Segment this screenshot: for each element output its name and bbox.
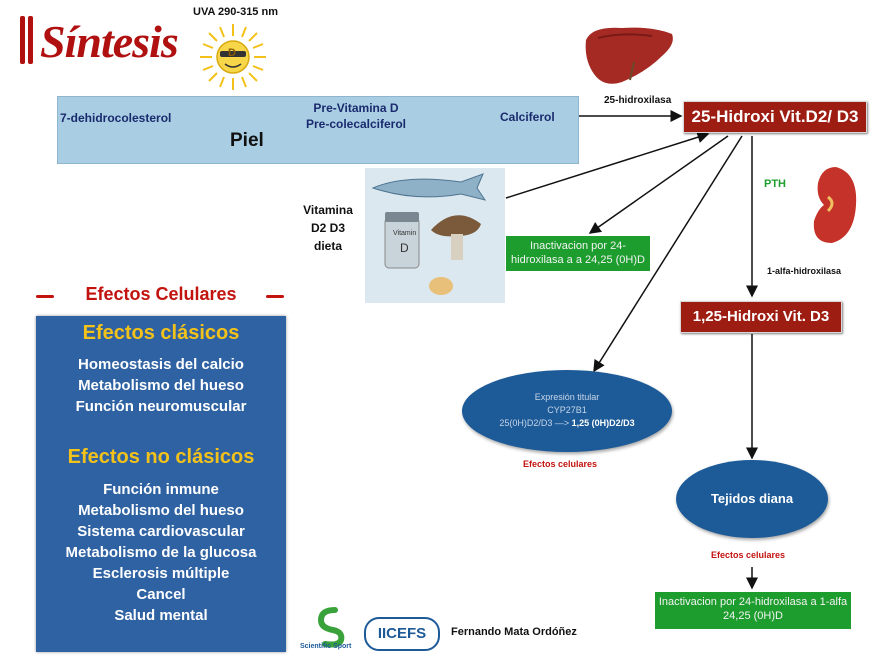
box-125-hydroxy: 1,25-Hidroxi Vit. D3: [680, 301, 842, 333]
box-25-hydroxy: 25-Hidroxi Vit.D2/ D3: [683, 101, 867, 133]
kidney-icon: [813, 167, 857, 243]
skin-pathway-box: [57, 96, 579, 164]
expression-line2: CYP27B1: [547, 405, 587, 415]
efectos-celulares-label-1: Efectos celulares: [523, 459, 598, 469]
pth-label: PTH: [764, 178, 786, 190]
classic-item: Homeostasis del calcio: [78, 356, 244, 373]
classic-item: Función neuromuscular: [75, 398, 247, 415]
arrow-to-inactivation-1: [588, 135, 729, 234]
diet-label: Vitamina D2 D3 dieta: [298, 201, 358, 255]
diet-image: [365, 168, 505, 303]
nonclassic-item: Salud mental: [114, 607, 208, 624]
effects-heading: Efectos Celulares: [85, 284, 237, 304]
diet-line1: Vitamina: [303, 203, 353, 217]
diet-line3: dieta: [313, 239, 342, 253]
expression-ellipse: Expresión titular CYP27B1 25(0H)D2/D3 —>…: [462, 370, 672, 452]
heading-dash-left: [36, 295, 54, 298]
efectos-celulares-label-2: Efectos celulares: [711, 550, 786, 560]
classic-effects-title: Efectos clásicos: [82, 322, 240, 344]
nonclassic-item: Función inmune: [103, 481, 219, 498]
arrow-diet-to-25hydroxy: [505, 131, 710, 199]
page-title: Síntesis: [40, 16, 179, 67]
sun-icon: [200, 24, 266, 90]
expression-line3-prefix: 25(0H)D2/D3 —>: [499, 418, 572, 428]
arrow-to-expression: [593, 135, 743, 373]
previtamin-line1: Pre-Vitamina D: [313, 101, 399, 115]
skin-end-label: Calciferol: [500, 110, 555, 124]
jar-letter: D: [400, 241, 409, 255]
iicefs-logo: IICEFS: [364, 617, 440, 651]
expression-line3-bold: 1,25 (0H)D2/D3: [571, 418, 635, 428]
nonclassic-item: Sistema cardiovascular: [77, 523, 245, 540]
nonclassic-item: Metabolismo de la glucosa: [65, 544, 257, 561]
scientific-sport-text: Scientific Sport: [300, 643, 352, 650]
title-bar-2: [28, 16, 33, 64]
author-name: Fernando Mata Ordóñez: [451, 626, 577, 638]
sun-letter: D: [228, 47, 236, 59]
heading-dash-right: [266, 295, 284, 298]
nonclassic-item: Esclerosis múltiple: [92, 565, 230, 582]
nonclassic-item: Cancel: [136, 586, 186, 603]
previtamin-line2: Pre-colecalciferol: [305, 117, 407, 131]
classic-item: Metabolismo del hueso: [78, 377, 244, 394]
nonclassic-effects-title: Efectos no clásicos: [67, 446, 255, 468]
diet-line2: D2 D3: [310, 221, 345, 235]
diet-foods-icon: [371, 173, 487, 295]
kidney-enzyme-label: 1-alfa-hidroxilasa: [767, 266, 842, 276]
uva-label: UVA 290-315 nm: [193, 6, 278, 18]
expression-line1: Expresión titular: [534, 392, 600, 402]
skin-previtamin-label: Pre-Vitamina D Pre-colecalciferol: [286, 100, 426, 132]
scientific-sport-logo: [317, 607, 345, 648]
liver-enzyme-label: 25-hidroxilasa: [604, 95, 672, 106]
skin-start-label: 7-dehidrocolesterol: [60, 111, 172, 125]
tejidos-ellipse: Tejidos diana: [676, 460, 828, 538]
expression-line3: 25(0H)D2/D3 —> 1,25 (0H)D2/D3: [462, 417, 672, 430]
inactivation-box-2: Inactivacion por 24-hidroxilasa a 1-alfa…: [655, 592, 851, 629]
inactivation-box-1: Inactivacion por 24-hidroxilasa a a 24,2…: [506, 236, 650, 271]
liver-icon: [585, 27, 673, 84]
piel-label: Piel: [230, 130, 264, 151]
jar-label: Vitamin: [393, 230, 417, 237]
nonclassic-item: Metabolismo del hueso: [78, 502, 244, 519]
title-bar-1: [20, 16, 25, 64]
